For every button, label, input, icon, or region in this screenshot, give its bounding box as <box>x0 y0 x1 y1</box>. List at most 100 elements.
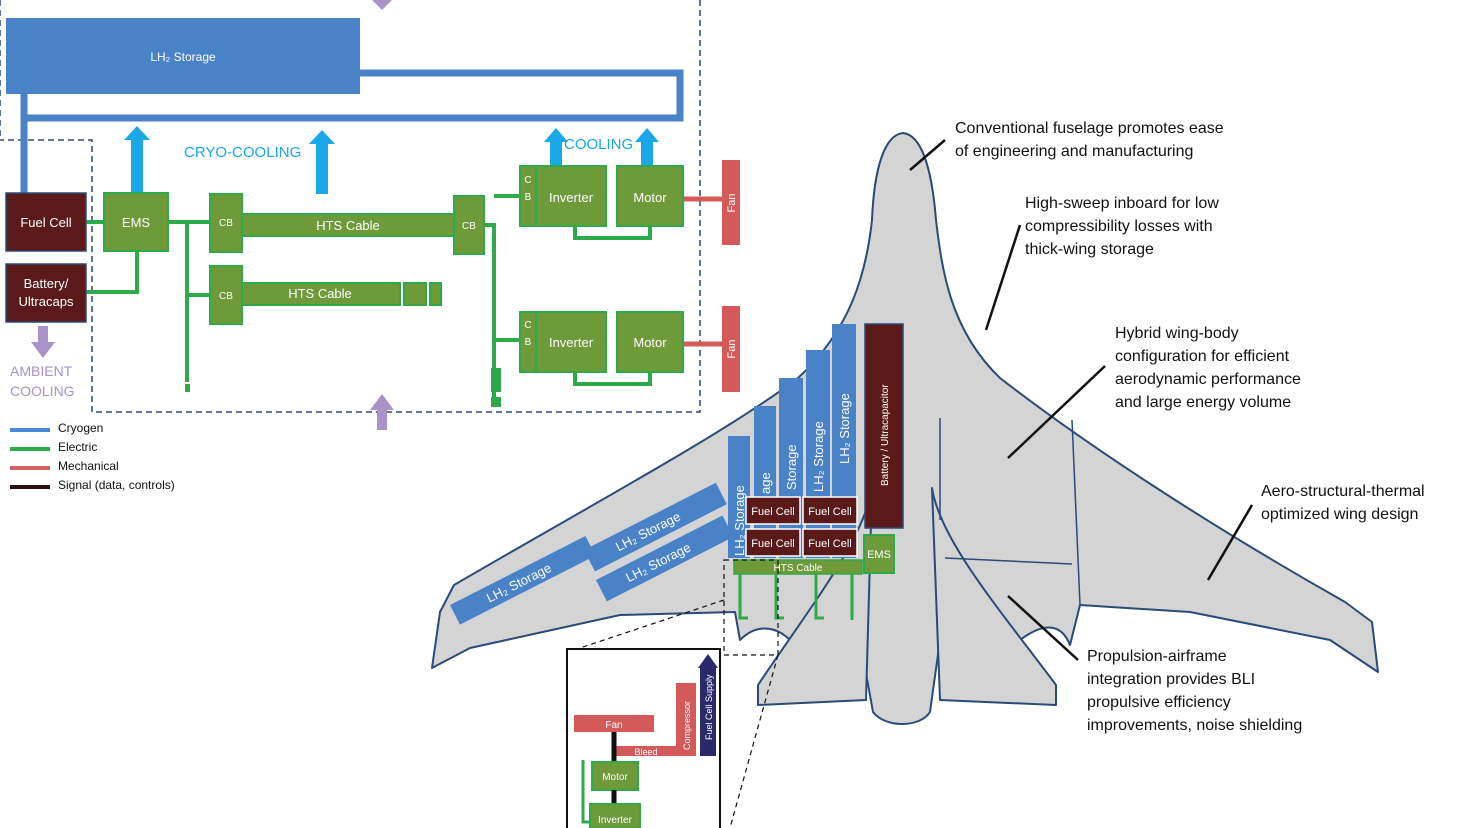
svg-text:High-sweep inboard for low: High-sweep inboard for low <box>1025 195 1219 212</box>
aircraft-hts-cable <box>733 559 863 575</box>
svg-text:Aero-structural-thermal: Aero-structural-thermal <box>1261 483 1425 500</box>
ambient-cooling-line1: AMBIENT <box>10 363 73 379</box>
cable-stub <box>185 384 190 392</box>
lh2-storage-main <box>6 18 360 94</box>
svg-text:integration provides BLI: integration provides BLI <box>1087 671 1255 688</box>
lh2-storage-main-label: LH₂ Storage <box>150 50 216 64</box>
cable-segment <box>429 282 442 306</box>
annotation-leaders <box>909 139 1254 661</box>
svg-text:of engineering and manufacturi: of engineering and manufacturing <box>955 143 1193 160</box>
battery-ultracapacitor-label: Battery / Ultracapacitor <box>880 384 891 486</box>
fan-label: Fan <box>726 194 738 213</box>
svg-text:aerodynamic performance: aerodynamic performance <box>1115 371 1301 388</box>
legend-swatch-cryogen <box>10 428 50 432</box>
inset-fan-label: Fan <box>605 720 622 731</box>
fuel-cell-label: Fuel Cell <box>751 538 794 550</box>
cb-label: CB <box>219 291 233 302</box>
inset-compressor-box <box>676 683 696 756</box>
inset-supply-arrowhead <box>698 654 718 668</box>
inset-motor-box <box>591 761 639 791</box>
cryo-cooling-label: CRYO-COOLING <box>184 144 301 161</box>
circuit-breaker <box>453 195 485 255</box>
inset-motor-label: Motor <box>602 772 628 783</box>
electric-lines <box>86 194 652 398</box>
cryogen-pipes <box>20 69 684 196</box>
inset-fan-box <box>574 715 654 732</box>
cooling-arrows <box>124 126 659 194</box>
svg-text:Propulsion-airframe: Propulsion-airframe <box>1087 648 1227 665</box>
legend-swatch-mechanical <box>10 466 50 470</box>
fuel-cell-box <box>5 192 87 252</box>
inset-panel <box>566 648 721 828</box>
aircraft-cable-drops <box>738 574 854 620</box>
tank-label: LH₂ Storage <box>732 485 747 556</box>
battery-ultracapacitor-box <box>864 323 904 529</box>
annotation-fuselage: Conventional fuselage promotes ease of e… <box>955 120 1224 160</box>
hts-cable-lower-label: HTS Cable <box>288 286 352 301</box>
battery-label-line1: Battery/ <box>24 276 69 291</box>
annotation-propulsion: Propulsion-airframe integration provides… <box>1087 648 1302 734</box>
fan-box <box>722 306 740 392</box>
cable-segment <box>403 282 427 306</box>
aircraft-airframe <box>431 132 1379 725</box>
inset-fuel-cell-supply <box>700 666 716 756</box>
svg-text:improvements, noise shielding: improvements, noise shielding <box>1087 717 1302 734</box>
inverter-box <box>535 311 607 373</box>
legend-swatch-electric <box>10 447 50 451</box>
legend-label-cryogen: Cryogen <box>58 421 103 435</box>
inset-fuel-cell-supply-label: Fuel Cell Supply <box>704 674 714 740</box>
inset-compressor-label: Compressor <box>682 701 692 750</box>
ambient-arrows <box>31 0 394 430</box>
aircraft-ems-box <box>863 534 895 574</box>
legend-label-mechanical: Mechanical <box>58 459 119 473</box>
cb-label: CB <box>219 218 233 229</box>
legend-label-electric: Electric <box>58 440 97 454</box>
inset-callout <box>573 559 779 828</box>
legend-label-signal: Signal (data, controls) <box>58 478 175 492</box>
ems-label: EMS <box>122 215 151 230</box>
motor-box <box>616 311 684 373</box>
hts-cable-lower <box>241 282 401 306</box>
svg-text:optimized wing design: optimized wing design <box>1261 506 1418 523</box>
annotation-hwb: Hybrid wing-body configuration for effic… <box>1115 325 1301 411</box>
airframe-structure-lines <box>939 418 1081 606</box>
annotation-wing: Aero-structural-thermal optimized wing d… <box>1261 483 1425 523</box>
motor-box <box>616 165 684 227</box>
svg-text:thick-wing storage: thick-wing storage <box>1025 241 1154 258</box>
fan-label: Fan <box>726 340 738 359</box>
hts-cable-upper-label: HTS Cable <box>316 218 380 233</box>
fuel-cell-label: Fuel Cell <box>20 215 71 230</box>
annotation-sweep: High-sweep inboard for low compressibili… <box>1025 195 1219 258</box>
battery-box <box>5 263 87 323</box>
cb-stacked-b: B <box>525 337 532 348</box>
cb-stacked-b: B <box>525 192 532 203</box>
cable-stub <box>491 397 501 407</box>
tank <box>728 436 750 558</box>
aircraft-fuel-cells <box>745 496 858 557</box>
inset-bleed-line <box>616 746 676 756</box>
aircraft-ems-label: EMS <box>867 549 891 561</box>
inset-inverter-box <box>589 803 641 828</box>
svg-text:Hybrid wing-body: Hybrid wing-body <box>1115 325 1239 342</box>
cooling-label: COOLING <box>564 136 633 153</box>
fuel-cell-label: Fuel Cell <box>808 506 851 518</box>
svg-text:Conventional fuselage promotes: Conventional fuselage promotes ease <box>955 120 1224 137</box>
motor-label: Motor <box>633 335 667 350</box>
tank-label: LH₂ Storage <box>837 393 852 464</box>
inset-inverter-label: Inverter <box>598 815 633 826</box>
cb-label: CB <box>462 221 476 232</box>
svg-text:configuration for efficient: configuration for efficient <box>1115 348 1290 365</box>
svg-text:propulsive efficiency: propulsive efficiency <box>1087 694 1231 711</box>
svg-text:compressibility losses with: compressibility losses with <box>1025 218 1213 235</box>
tank <box>779 378 803 558</box>
legend: Cryogen Electric Mechanical Signal (data… <box>10 421 175 492</box>
svg-text:and large energy volume: and large energy volume <box>1115 394 1291 411</box>
inset-electric-line <box>581 760 590 824</box>
circuit-breaker <box>209 265 243 325</box>
cb-stacked-c: C <box>524 320 531 331</box>
tank-label-partial: age <box>758 472 773 494</box>
mechanical-shafts <box>682 196 722 347</box>
inverter-box <box>535 165 607 227</box>
ambient-cooling-line2: COOLING <box>10 383 75 399</box>
